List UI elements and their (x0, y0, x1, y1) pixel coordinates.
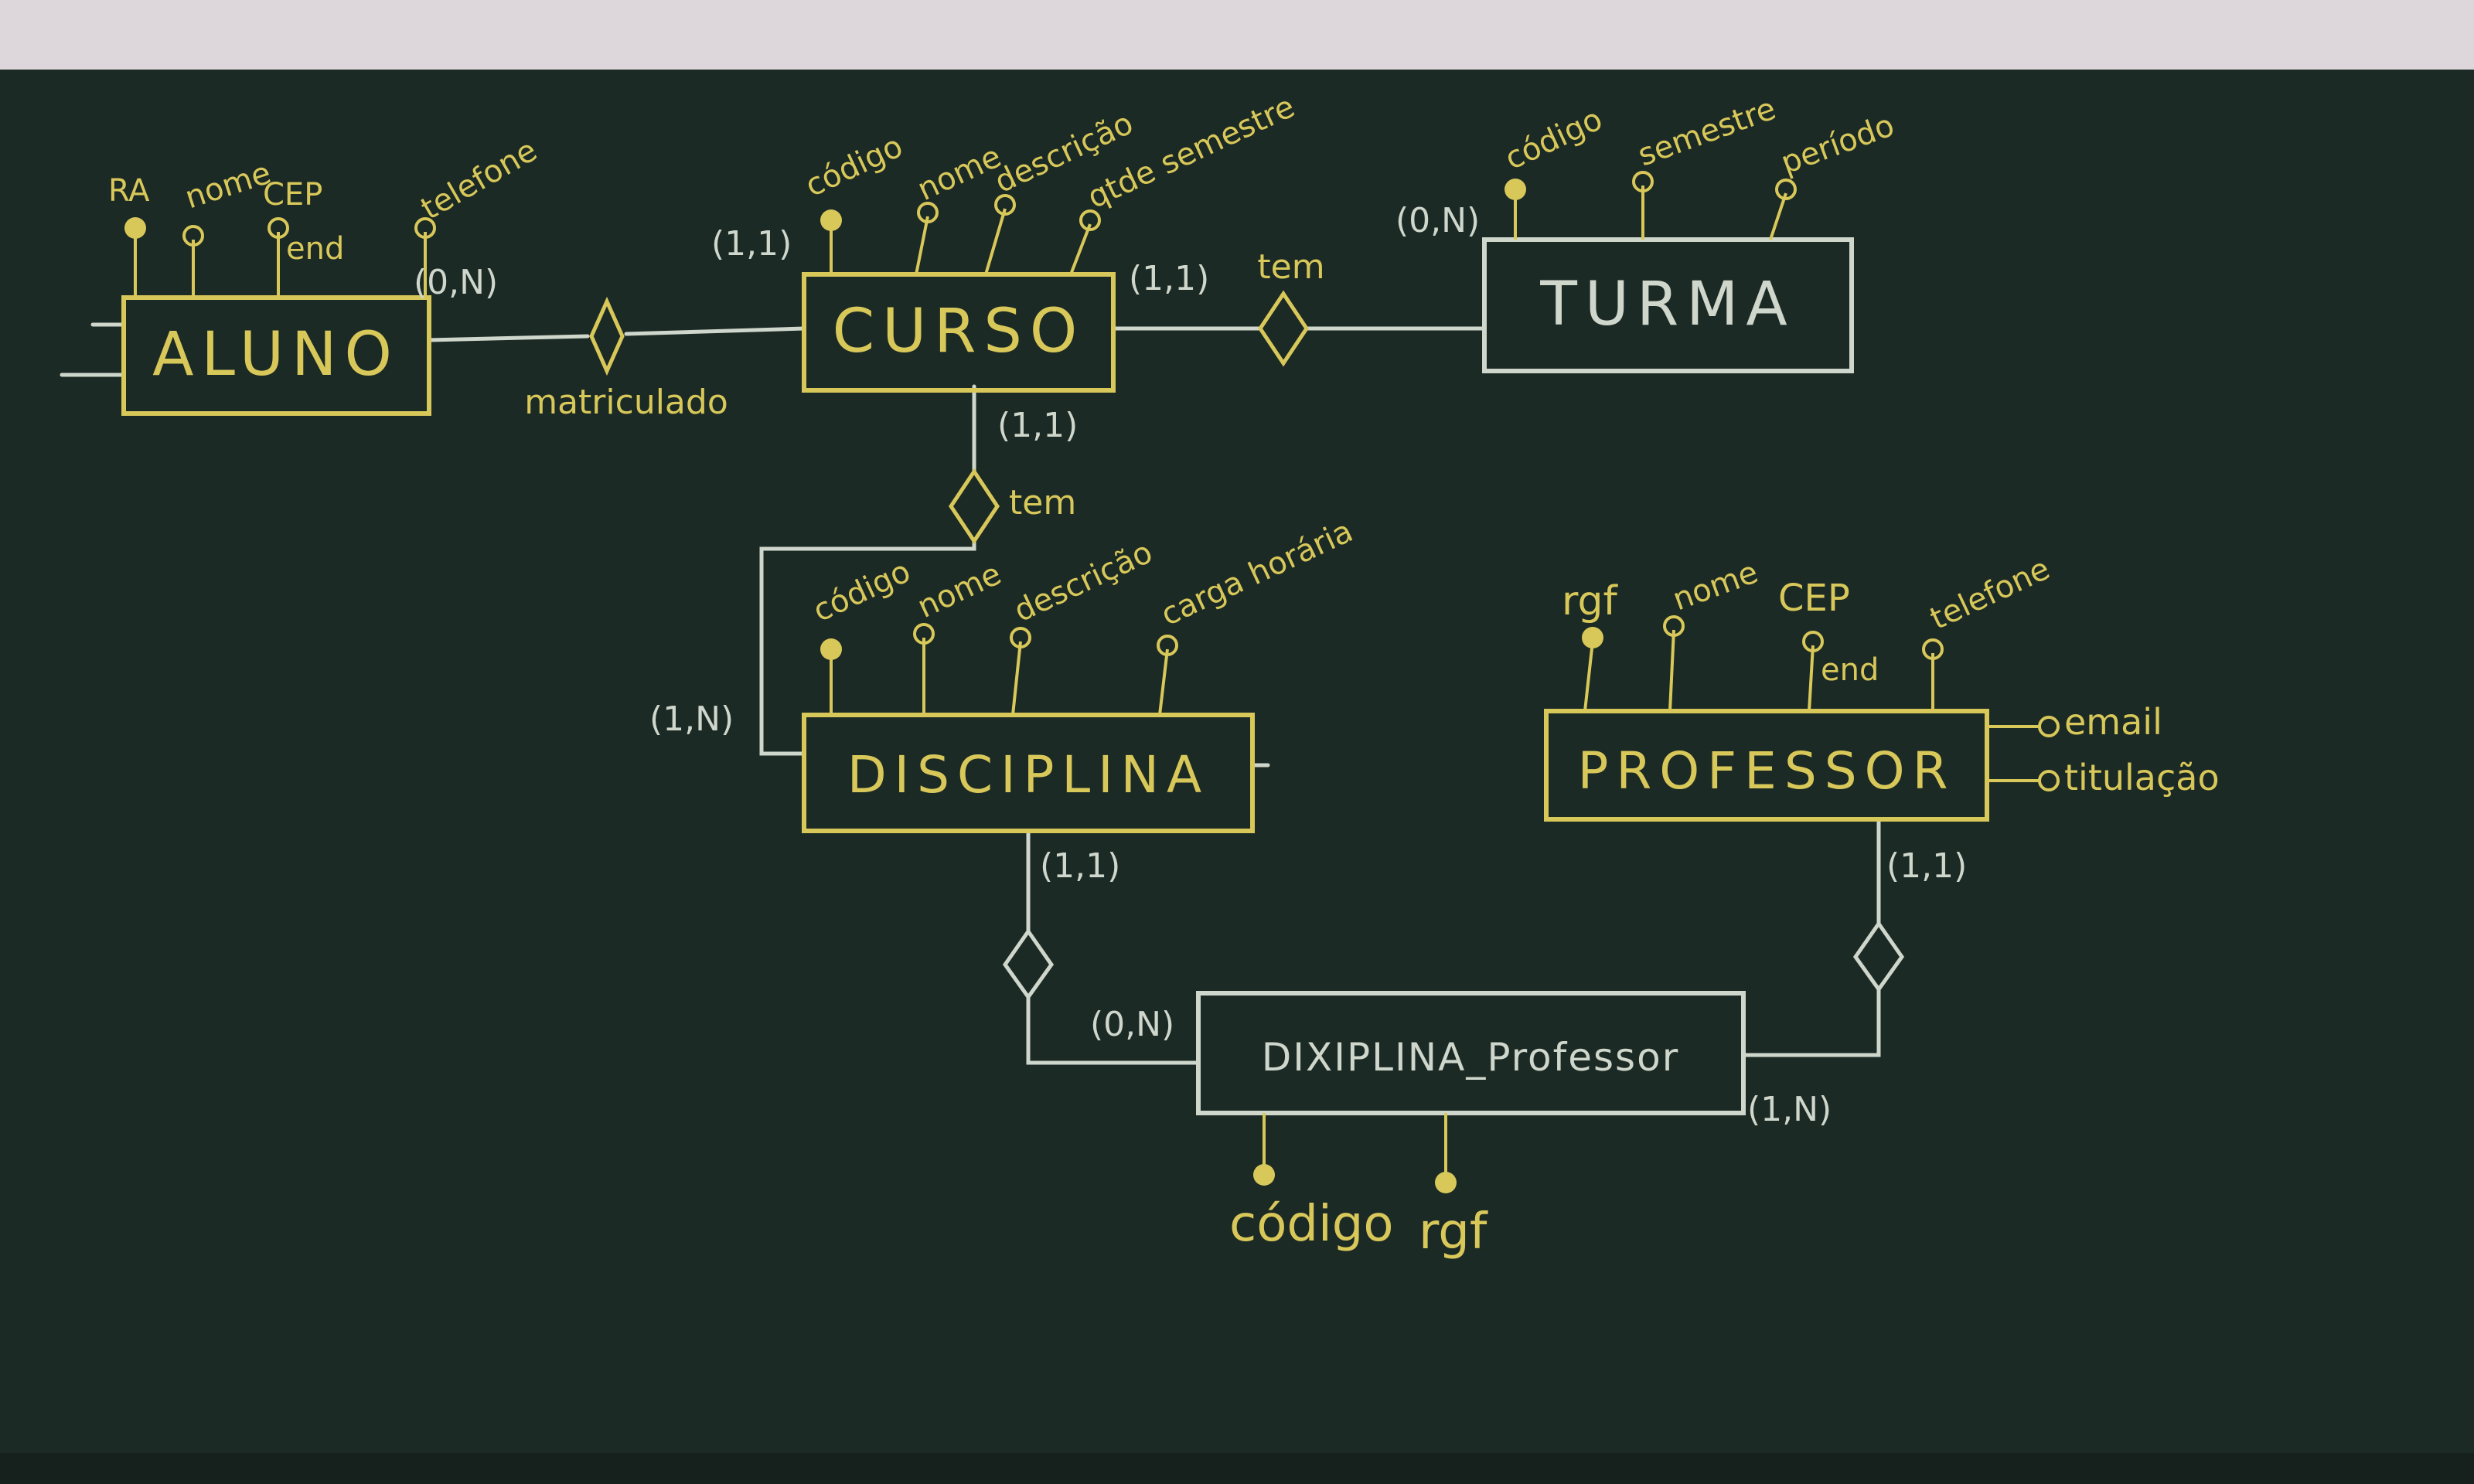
attr-professor-end: end (1821, 652, 1879, 688)
relationship-diamonds-white (1002, 920, 1905, 1001)
entity-disciplina: DISCIPLINA (847, 745, 1209, 805)
entity-box-professor (1544, 709, 1989, 822)
pk-marker-dp-rgf (1435, 1172, 1457, 1193)
pk-marker-turma (1505, 179, 1526, 200)
card-curso-right: (1,1) (1129, 259, 1209, 298)
attr-professor-cep: CEP (1778, 577, 1850, 620)
pk-marker-curso (820, 209, 842, 231)
attr-professor-titulacao: titulação (2064, 757, 2220, 798)
card-professor-below: (1,1) (1886, 846, 1967, 886)
entity-box-dp (1196, 991, 1746, 1115)
rel-label-tem-turma: tem (1257, 247, 1324, 287)
entity-aluno: ALUNO (152, 320, 400, 390)
attr-dp-codigo: código (1229, 1196, 1394, 1253)
attr-aluno-cep: CEP (263, 177, 322, 213)
entity-disciplina-professor: DIXIPLINA_Professor (1262, 1035, 1680, 1080)
card-dp-right: (1,N) (1747, 1090, 1832, 1129)
attr-aluno-end: end (286, 231, 344, 267)
entity-boxes (121, 237, 1989, 1115)
pk-marker-professor (1582, 627, 1603, 648)
card-curso-below: (1,1) (997, 406, 1078, 445)
card-dp-left: (0,N) (1090, 1005, 1174, 1044)
card-disciplina-below: (1,1) (1040, 846, 1120, 886)
line-rel-disciplina (759, 539, 976, 756)
pk-marker-ra (124, 217, 146, 239)
board-rail (0, 1453, 2474, 1484)
line-rel-dp-right (1741, 987, 1881, 1057)
entity-turma: TURMA (1539, 270, 1795, 339)
card-curso-left: (1,1) (711, 224, 792, 264)
entity-curso: CURSO (833, 297, 1085, 366)
entity-box-curso (802, 272, 1116, 393)
diamond-tem-turma (1257, 290, 1310, 367)
diamond-tem-disciplina (948, 468, 1000, 545)
diamond-prof-dp (1852, 920, 1905, 993)
pk-marker-dp-codigo (1253, 1164, 1275, 1186)
rel-label-matriculado: matriculado (524, 383, 728, 422)
entity-professor: PROFESSOR (1578, 741, 1956, 801)
entity-box-turma (1482, 237, 1854, 373)
card-aluno: (0,N) (414, 263, 498, 302)
attribute-markers (124, 171, 2060, 1193)
attr-professor-rgf: rgf (1562, 578, 1618, 625)
rel-label-tem-disciplina: tem (1009, 483, 1076, 522)
card-disciplina-left: (1,N) (649, 699, 734, 739)
card-turma: (0,N) (1395, 201, 1480, 240)
connector-lines (60, 322, 1881, 1065)
diamond-matriculado (589, 296, 625, 376)
relationship-diamonds (589, 290, 1310, 545)
line-rel-curso (624, 326, 806, 336)
attribute-stems (134, 186, 2041, 1179)
line-rel-dp (1026, 995, 1201, 1065)
board-surface (0, 70, 2474, 1484)
diamond-disc-dp (1002, 928, 1055, 1001)
entity-box-aluno (121, 295, 431, 416)
line-aluno-rel (427, 334, 590, 342)
attr-aluno-ra: RA (108, 173, 150, 209)
attr-professor-email: email (2064, 701, 2162, 743)
entity-box-disciplina (802, 713, 1255, 833)
wall-strip (0, 0, 2474, 70)
attr-dp-rgf: rgf (1419, 1203, 1488, 1261)
pk-marker-disciplina (820, 638, 842, 660)
